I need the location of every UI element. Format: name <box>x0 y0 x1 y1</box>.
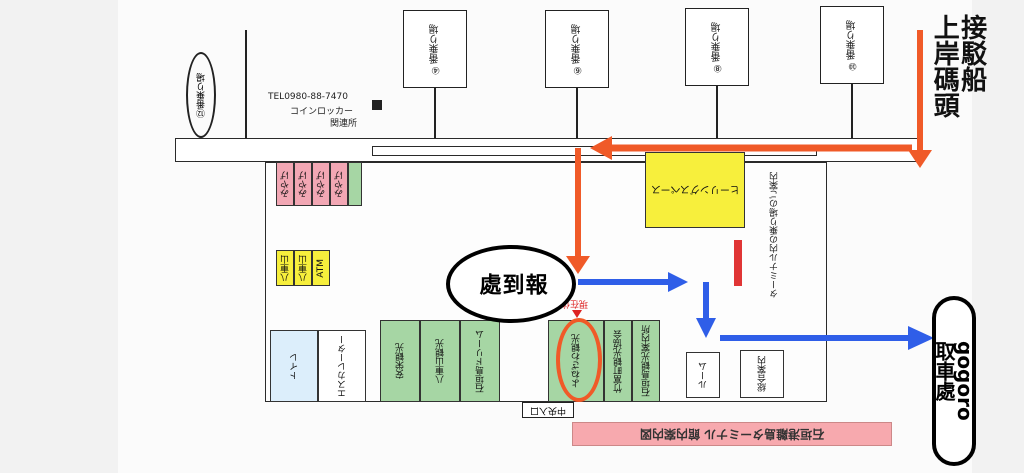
block-green-6: 石垣島観光案内所 <box>632 320 660 402</box>
right-margin <box>972 0 1024 473</box>
report-callout-ring: 報 到 處 <box>446 245 576 323</box>
current-position-oval <box>556 318 602 402</box>
toilet-area: トイレ <box>270 330 318 402</box>
office-tel: TEL0980-88-7470 <box>268 92 348 102</box>
gogoro-callout-ring: gogoro 取車處 <box>932 296 977 466</box>
office-sub: コインロッカー <box>290 107 354 117</box>
shop-yellow-1: 八重山 <box>276 250 294 286</box>
pier-8: ⑧番乗り場 <box>685 8 749 86</box>
walkway-inner <box>372 146 817 156</box>
pier-6: ⑥番乗り場 <box>545 10 609 88</box>
pier-8-stem <box>716 86 718 138</box>
shop-yellow-2: 八重山 <box>294 250 312 286</box>
shop-yellow-3: ATM <box>312 250 330 286</box>
room: ルーム <box>686 352 720 398</box>
shop-green-small <box>348 162 362 206</box>
block-green-5: 竹富町観光協会 <box>604 320 632 402</box>
pier-10-stem <box>851 84 853 138</box>
bottom-banner: 石垣港離島ターミナル 館内案内図 <box>572 422 892 446</box>
healing-space: ヒーリングスペース <box>645 152 745 228</box>
shop-pink-4: みやげ <box>330 162 348 206</box>
office-label: 関連所 <box>330 119 358 129</box>
pier-12-oval: ⑫番乗り場 <box>186 52 216 138</box>
block-green-3: 石垣島ドリーム <box>460 320 500 402</box>
pier-4-stem <box>434 88 436 138</box>
info-desk: 総合案内 <box>740 350 784 398</box>
left-margin <box>0 0 118 473</box>
shop-pink-2: みやげ <box>294 162 312 206</box>
right-panel-text: ターミナル内の乗り場のご案内 <box>770 172 780 298</box>
shop-pink-3: みやげ <box>312 162 330 206</box>
office-block <box>372 100 382 110</box>
red-marker <box>734 240 742 286</box>
pier-6-stem <box>576 88 578 138</box>
pier-callout: 接駁船 上岸碼頭 <box>929 14 987 118</box>
current-position-triangle <box>572 310 582 318</box>
pier-4: ④番乗り場 <box>403 10 467 88</box>
pier-3-stem <box>245 30 247 138</box>
block-green-1: 安栄観光 <box>380 320 420 402</box>
pier-10: ⑩番乗り場 <box>820 6 884 84</box>
escalator-area: エスカレーター <box>318 330 366 402</box>
shop-pink-1: みやげ <box>276 162 294 206</box>
block-green-2: 八重山観光 <box>420 320 460 402</box>
entrance-label: 中央入口 <box>522 402 574 418</box>
